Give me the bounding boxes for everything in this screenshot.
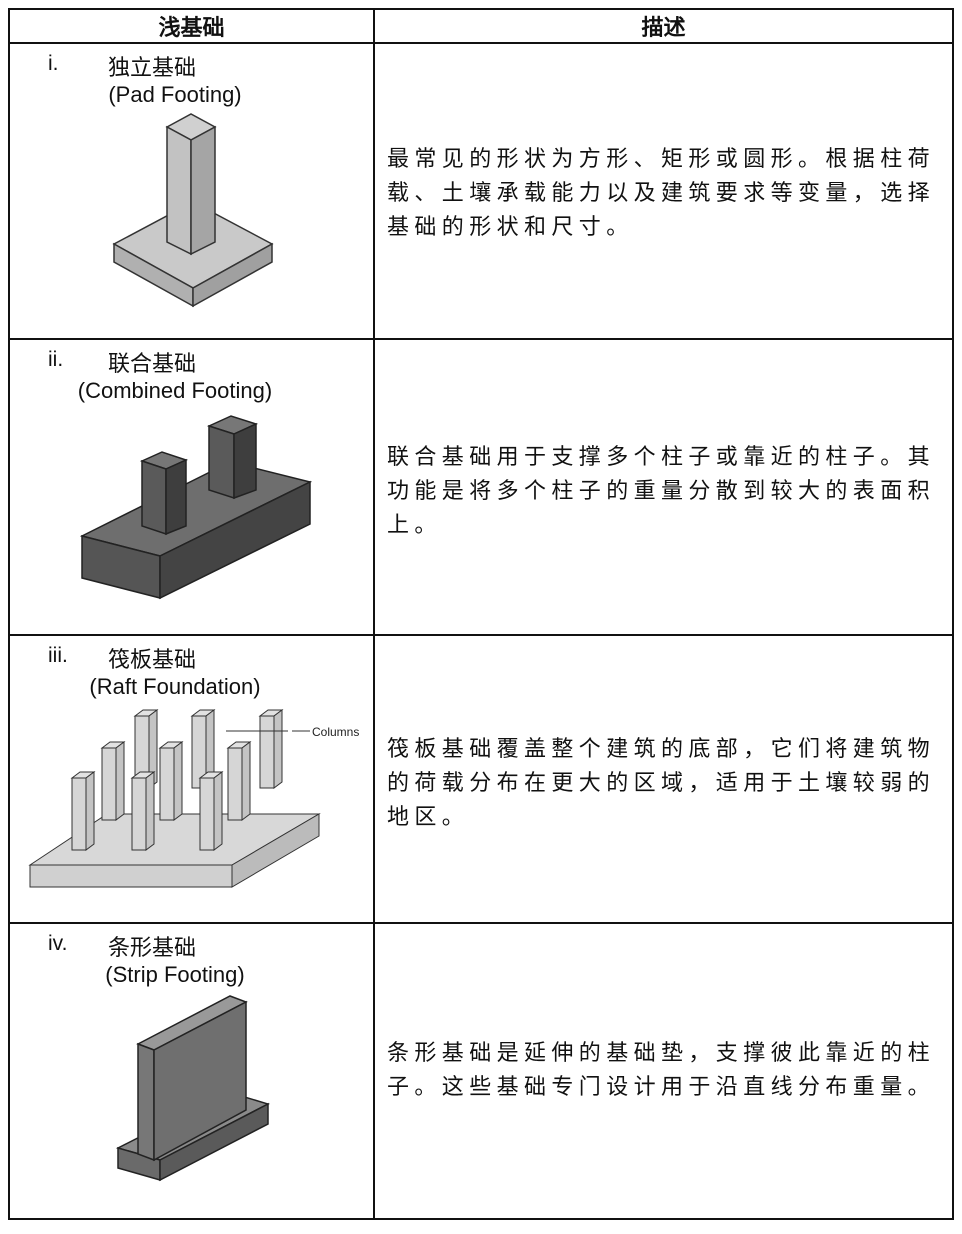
row-number: iv. <box>48 932 68 955</box>
raft-column-shape <box>148 709 158 789</box>
type-name-en: (Strip Footing) <box>105 962 245 987</box>
raft-column-shape <box>213 771 223 851</box>
raft-column-shape <box>199 777 215 851</box>
row-number: i. <box>48 52 59 75</box>
raft-column-shape <box>131 777 147 851</box>
raft-column-shape <box>241 741 251 821</box>
row-number: ii. <box>48 348 64 371</box>
raft-column-shape <box>145 771 155 851</box>
description-cell: 筏板基础覆盖整个建筑的底部，它们将建筑物的荷载分布在更大的区域，适用于土壤较弱的… <box>373 634 954 924</box>
row-number: iii. <box>48 644 68 667</box>
foundation-table: 浅基础 描述 i. 独立基础 (Pad Footing) 最常见的形状为方形、矩… <box>8 8 954 1220</box>
table-row: iv. 条形基础 (Strip Footing) 条形基础是延伸的基础垫，支撑彼… <box>8 922 954 1220</box>
raft-column-shape <box>227 747 243 821</box>
columns-label: Columns <box>312 725 359 739</box>
raft-column-shape <box>273 709 283 789</box>
description-cell: 最常见的形状为方形、矩形或圆形。根据柱荷载、土壤承载能力以及建筑要求等变量，选择… <box>373 42 954 340</box>
type-name-zh: 筏板基础 <box>108 647 197 672</box>
type-name-en: (Raft Foundation) <box>89 674 261 699</box>
description-text: 联合基础用于支撑多个柱子或靠近的柱子。其功能是将多个柱子的重量分散到较大的表面积… <box>387 444 936 537</box>
description-text: 条形基础是延伸的基础垫，支撑彼此靠近的柱子。这些基础专门设计用于沿直线分布重量。 <box>387 1040 936 1099</box>
table-row: i. 独立基础 (Pad Footing) 最常见的形状为方形、矩形或圆形。根据… <box>8 42 954 340</box>
table-row: iii. 筏板基础 (Raft Foundation) Columns 筏板基础… <box>8 634 954 924</box>
type-cell: iv. 条形基础 (Strip Footing) <box>8 922 375 1220</box>
raft-column-shape <box>71 777 87 851</box>
header-description: 描述 <box>373 8 954 44</box>
raft-column-shape <box>101 747 117 821</box>
description-text: 筏板基础覆盖整个建筑的底部，它们将建筑物的荷载分布在更大的区域，适用于土壤较弱的… <box>387 736 936 829</box>
description-cell: 条形基础是延伸的基础垫，支撑彼此靠近的柱子。这些基础专门设计用于沿直线分布重量。 <box>373 922 954 1220</box>
type-name-zh: 条形基础 <box>108 935 197 960</box>
description-text: 最常见的形状为方形、矩形或圆形。根据柱荷载、土壤承载能力以及建筑要求等变量，选择… <box>387 146 936 239</box>
strip-footing-illustration <box>115 995 270 1182</box>
type-cell: iii. 筏板基础 (Raft Foundation) Columns <box>8 634 375 924</box>
raft-column-shape <box>85 771 95 851</box>
raft-column-shape <box>159 747 175 821</box>
type-cell: ii. 联合基础 (Combined Footing) <box>8 338 375 636</box>
header-shallow-foundation: 浅基础 <box>8 8 375 44</box>
raft-column-shape <box>259 715 275 789</box>
combined-footing-illustration <box>79 415 313 600</box>
raft-foundation-illustration: Columns <box>28 709 359 888</box>
description-cell: 联合基础用于支撑多个柱子或靠近的柱子。其功能是将多个柱子的重量分散到较大的表面积… <box>373 338 954 636</box>
type-name-zh: 联合基础 <box>108 351 197 376</box>
raft-column-shape <box>173 741 183 821</box>
type-cell: i. 独立基础 (Pad Footing) <box>8 42 375 340</box>
pad-footing-illustration <box>112 113 274 308</box>
type-name-en: (Pad Footing) <box>108 82 242 107</box>
type-name-zh: 独立基础 <box>108 55 197 80</box>
table-row: ii. 联合基础 (Combined Footing) 联合基础用于支撑多个柱子… <box>8 338 954 636</box>
type-name-en: (Combined Footing) <box>77 378 273 403</box>
header-row: 浅基础 描述 <box>8 8 954 44</box>
raft-column-shape <box>115 741 125 821</box>
